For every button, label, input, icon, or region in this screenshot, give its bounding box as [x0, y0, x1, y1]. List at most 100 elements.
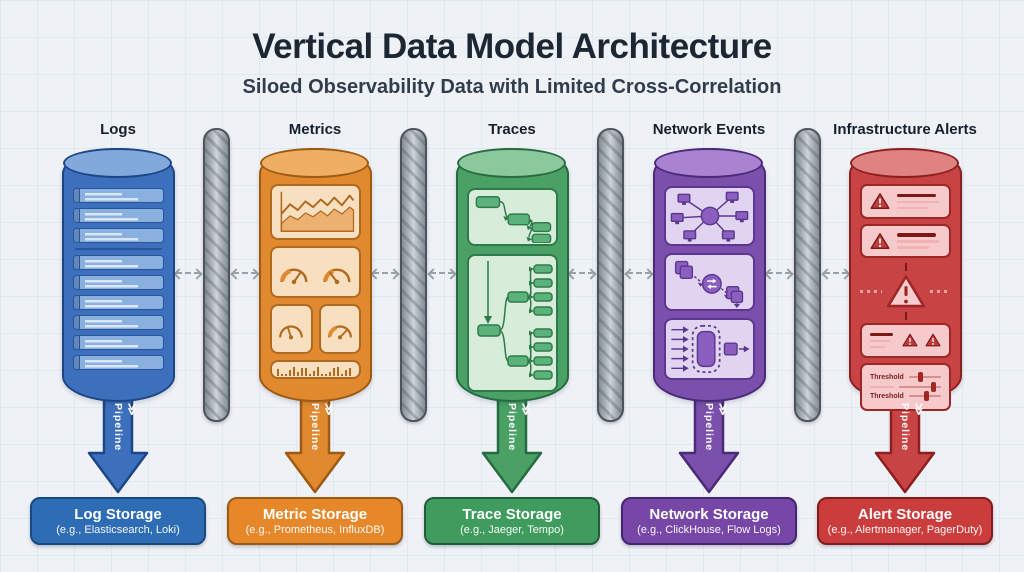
metrics-content — [270, 178, 361, 388]
threshold-label: Threshold — [870, 373, 904, 381]
pipeline-label: ≫Pipeline — [703, 403, 730, 452]
threshold-panel: Threshold Threshold — [860, 362, 951, 411]
trace-waterfall-panel — [467, 254, 558, 392]
dashed-connector — [904, 312, 907, 320]
alert-summary-card — [860, 323, 951, 358]
alert-storage-box: Alert Storage (e.g., Alertmanager, Pager… — [817, 497, 993, 545]
gauge-panel — [270, 304, 313, 354]
blocked-correlation-arrow — [176, 272, 200, 274]
pipeline-arrow — [284, 396, 346, 494]
threshold-row: Threshold — [870, 372, 941, 382]
storage-subtitle: (e.g., Prometheus, InfluxDB) — [245, 523, 385, 536]
line-chart-icon — [280, 191, 355, 232]
blocked-correlation-arrow — [570, 272, 594, 274]
warning-triangle-icon — [870, 232, 890, 249]
pipeline-label: ≫Pipeline — [112, 403, 139, 452]
log-entry-icon — [73, 228, 164, 243]
log-entry-icon — [73, 295, 164, 310]
gauge-panel — [318, 304, 361, 354]
silo-barrier — [794, 128, 821, 422]
central-alert — [860, 274, 951, 309]
traces-content — [467, 178, 558, 392]
storage-subtitle: (e.g., Elasticsearch, Loki) — [56, 523, 180, 536]
cylinder-top — [62, 148, 172, 178]
alerts-label: Infrastructure Alerts — [833, 121, 977, 138]
blocked-correlation-arrow — [627, 272, 651, 274]
network-content — [664, 178, 755, 388]
metrics-label: Metrics — [288, 121, 342, 138]
metrics-cylinder — [259, 148, 372, 402]
logs-content — [73, 178, 164, 388]
threshold-slider — [899, 381, 941, 392]
flow-funnel-panel — [664, 318, 755, 380]
logs-label: Logs — [100, 121, 136, 138]
metric-storage-box: Metric Storage (e.g., Prometheus, Influx… — [227, 497, 403, 545]
logs-cylinder — [62, 148, 175, 402]
pipeline-label: ≫Pipeline — [899, 403, 926, 452]
big-warning-triangle-icon — [886, 275, 925, 308]
dotted-line — [929, 290, 951, 293]
silo-barrier — [400, 128, 427, 422]
storage-title: Metric Storage — [262, 505, 368, 523]
log-entry-icon — [73, 315, 164, 330]
packet-flow-panel — [664, 253, 755, 311]
log-entry-icon — [73, 188, 164, 203]
cylinder-top — [259, 148, 369, 178]
gauge-icon — [280, 267, 308, 284]
log-storage-box: Log Storage (e.g., Elasticsearch, Loki) — [30, 497, 206, 545]
network-cylinder — [653, 148, 766, 402]
trace-waterfall-icon — [477, 261, 553, 380]
page-subtitle: Siloed Observability Data with Limited C… — [242, 76, 782, 98]
trace-tree-icon — [475, 196, 552, 244]
packet-flow-icon — [674, 260, 744, 308]
blocked-correlation-arrow — [824, 272, 848, 274]
threshold-row — [870, 381, 941, 392]
threshold-row: Threshold — [870, 391, 941, 401]
storage-subtitle: (e.g., Jaeger, Tempo) — [460, 523, 564, 536]
storage-title: Network Storage — [649, 505, 769, 523]
trace-storage-box: Trace Storage (e.g., Jaeger, Tempo) — [424, 497, 600, 545]
alert-card — [860, 223, 951, 258]
flow-funnel-icon — [671, 324, 750, 374]
traces-label: Traces — [488, 121, 536, 138]
pipeline-arrow — [87, 396, 149, 494]
dashed-connector — [904, 263, 907, 271]
network-topology-icon — [670, 191, 749, 242]
network-storage-box: Network Storage (e.g., ClickHouse, Flow … — [621, 497, 797, 545]
pipeline-arrow — [481, 396, 543, 494]
line-chart-panel — [270, 184, 361, 240]
dotted-line — [860, 290, 882, 293]
alerts-content: Threshold Threshold — [860, 178, 951, 411]
histogram-panel — [270, 360, 361, 379]
page-title: Vertical Data Model Architecture — [252, 27, 772, 66]
topology-panel — [664, 186, 755, 246]
log-entry-icon — [73, 335, 164, 350]
threshold-line — [870, 385, 894, 388]
cylinder-top — [456, 148, 566, 178]
gauge-row — [270, 304, 361, 354]
network-label: Network Events — [652, 121, 766, 138]
threshold-slider — [908, 372, 941, 382]
warning-triangle-icon — [870, 193, 890, 210]
traces-cylinder — [456, 148, 569, 402]
warning-triangle-icon — [902, 333, 918, 347]
log-divider — [75, 248, 162, 250]
log-entry-icon — [73, 255, 164, 270]
storage-subtitle: (e.g., ClickHouse, Flow Logs) — [637, 523, 781, 536]
log-entry-icon — [73, 208, 164, 223]
alert-text-lines — [897, 190, 941, 213]
cylinder-top — [849, 148, 959, 178]
pipeline-arrow — [678, 396, 740, 494]
silo-barrier — [597, 128, 624, 422]
gauges-panel — [270, 246, 361, 298]
trace-tree-panel — [467, 188, 558, 246]
alert-card — [860, 184, 951, 219]
threshold-slider — [908, 391, 941, 401]
silo-barrier — [203, 128, 230, 422]
